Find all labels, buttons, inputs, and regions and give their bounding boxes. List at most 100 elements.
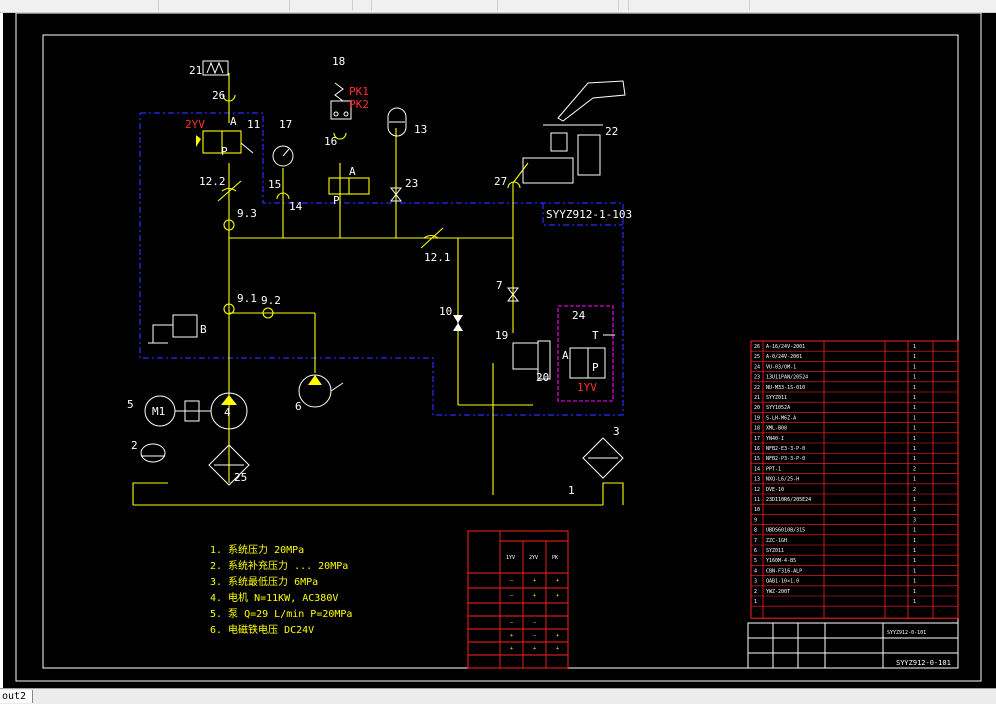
- valve-boundary-1yv: [557, 305, 614, 402]
- parts-row-no: 12: [754, 487, 760, 493]
- action-col-header: PK: [552, 555, 558, 561]
- parts-row-qty: 1: [913, 385, 916, 391]
- label-13: 13: [414, 123, 427, 136]
- label-p-valve11: P: [221, 145, 228, 158]
- action-cell: –: [533, 620, 537, 626]
- parts-row-code: ZZC-1GH: [766, 538, 787, 544]
- parts-row-no: 3: [754, 579, 757, 585]
- tank-line: [132, 482, 168, 505]
- label-1: 1: [568, 484, 575, 497]
- parts-row-no: 8: [754, 528, 757, 534]
- parts-row-qty: 1: [913, 405, 916, 411]
- label-20: 20: [536, 371, 549, 384]
- hydraulic-schematic: 21 18 26 17 16 13 11 22 27 15 14 23 12.2…: [15, 13, 982, 682]
- parts-row-no: 5: [754, 558, 757, 564]
- label-9-1: 9.1: [237, 292, 257, 305]
- label-11: 11: [247, 118, 260, 131]
- parts-row-qty: 1: [913, 568, 916, 574]
- toolbar-field[interactable]: [158, 0, 290, 11]
- label-2: 2: [131, 439, 138, 452]
- parts-row-qty: 3: [913, 517, 916, 523]
- toolbar-field[interactable]: [628, 0, 750, 11]
- parts-row-no: 25: [754, 354, 760, 360]
- box-label: SYYZ912-1-103: [546, 208, 632, 221]
- label-24: 24: [572, 309, 586, 322]
- label-m1: M1: [152, 405, 165, 418]
- action-cell: +: [556, 578, 559, 584]
- parts-row-code: A-0/24V-2001: [766, 354, 802, 360]
- parts-row-code: DVE-10: [766, 487, 784, 493]
- label-3: 3: [613, 425, 620, 438]
- cad-drawing-canvas[interactable]: 21 18 26 17 16 13 11 22 27 15 14 23 12.2…: [3, 13, 996, 688]
- label-27: 27: [494, 175, 507, 188]
- pressure-gauge-17: [272, 145, 294, 167]
- parts-row-no: 4: [754, 568, 757, 574]
- parts-row-code: PPT-1: [766, 466, 781, 472]
- label-t-valve24: T: [592, 329, 599, 342]
- parts-row-no: 18: [754, 426, 760, 432]
- label-26: 26: [212, 89, 225, 102]
- parts-row-no: 23: [754, 375, 760, 381]
- filter-3: [582, 437, 624, 479]
- parts-row-qty: 1: [913, 538, 916, 544]
- parts-row-qty: 1: [913, 599, 916, 605]
- parts-row-qty: 1: [913, 589, 916, 595]
- parts-row-code: SYZ011: [766, 548, 784, 554]
- parts-row-qty: 1: [913, 528, 916, 534]
- parts-row-code: QAB1-10×1.0: [766, 579, 799, 585]
- parts-row-code: VU-03/OM-1: [766, 364, 796, 370]
- action-cell: +: [556, 593, 559, 599]
- parts-row-code: XML-B08: [766, 426, 787, 432]
- parts-row-no: 16: [754, 446, 760, 452]
- action-cell: +: [533, 578, 536, 584]
- parts-row-qty: 2: [913, 466, 916, 472]
- action-cell: –: [510, 578, 514, 584]
- accumulator-13: [387, 107, 407, 137]
- label-a-valve16: A: [349, 165, 356, 178]
- manifold-boundary: [139, 112, 624, 416]
- layout-tab[interactable]: out2: [0, 690, 34, 703]
- parts-row-code: NXQ-L6/25-H: [766, 477, 799, 483]
- action-table: 1YV 2YV PK – + + – + + – – + – + + + +: [467, 530, 569, 669]
- parts-row-code: SYYZ011: [766, 395, 787, 401]
- label-7: 7: [496, 279, 503, 292]
- parts-row-code: YN40-I: [766, 436, 784, 442]
- label-p-valve24: P: [592, 361, 599, 374]
- parts-row-qty: 1: [913, 446, 916, 452]
- parts-row-no: 13: [754, 477, 760, 483]
- parts-row-no: 26: [754, 344, 760, 350]
- action-cell: +: [533, 646, 536, 652]
- parts-row-code: YWZ-200T: [766, 589, 790, 595]
- label-19: 19: [495, 329, 508, 342]
- action-cell: –: [510, 620, 514, 626]
- note-line: 1. 系统压力 20MPa: [210, 543, 304, 556]
- parts-row-code: CBN-F316-ALP: [766, 568, 802, 574]
- label-25: 25: [234, 471, 247, 484]
- parts-row-qty: 1: [913, 426, 916, 432]
- note-line: 2. 系统补充压力 ... 20MPa: [210, 559, 348, 572]
- note-line: 3. 系统最低压力 6MPa: [210, 575, 318, 588]
- parts-row-code: UBDS6010B/315: [766, 528, 805, 534]
- action-cell: +: [556, 633, 559, 639]
- relief-valve-b: [172, 314, 198, 338]
- parts-row-code: SYY1052A: [766, 405, 790, 411]
- toolbar-field[interactable]: [497, 0, 619, 11]
- label-17: 17: [279, 118, 292, 131]
- label-5: 5: [127, 398, 134, 411]
- toolbar-field[interactable]: [352, 0, 372, 11]
- parts-row-qty: 1: [913, 375, 916, 381]
- label-a-valve11: A: [230, 115, 237, 128]
- parts-row-no: 15: [754, 456, 760, 462]
- parts-row-code: NU-M33-1S-010: [766, 385, 805, 391]
- action-col-header: 1YV: [506, 555, 515, 561]
- parts-row-no: 14: [754, 466, 760, 472]
- note-line: 6. 电磁铁电压 DC24V: [210, 623, 314, 636]
- parts-row-no: 20: [754, 405, 760, 411]
- parts-row-qty: 1: [913, 477, 916, 483]
- label-18: 18: [332, 55, 345, 68]
- filter-25: [208, 444, 250, 486]
- parts-row-qty: 1: [913, 436, 916, 442]
- action-cell: +: [510, 646, 513, 652]
- foot-pedal-22: [557, 80, 626, 122]
